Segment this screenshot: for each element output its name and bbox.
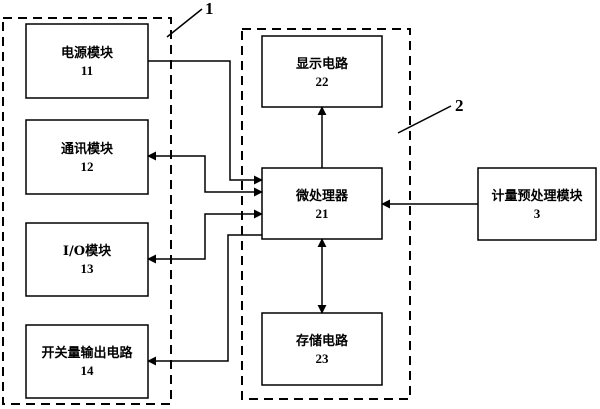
block-metering-preprocess-name: 计量预处理模块 [491,188,583,204]
block-microprocessor-number: 21 [316,206,329,221]
block-comm-module-number: 12 [81,159,94,174]
group-2-label: 2 [455,96,464,115]
block-switch-output-name: 开关量输出电路 [41,345,133,361]
block-microprocessor: 微处理器 21 [261,167,383,240]
block-power-module: 电源模块 11 [25,23,149,99]
block-display-circuit: 显示电路 22 [261,35,383,108]
block-switch-output: 开关量输出电路 14 [25,324,149,399]
block-io-module: I/O模块 13 [25,222,149,297]
block-metering-preprocess-number: 3 [534,206,541,221]
connector-mcu-to-switch-output [147,234,262,366]
connector-comm-mcu [147,151,263,197]
block-display-circuit-number: 22 [316,74,329,89]
block-display-circuit-name: 显示电路 [296,56,349,72]
block-storage-circuit: 存储电路 23 [261,312,383,386]
block-power-module-number: 11 [81,63,93,78]
group-2-leader [397,105,452,134]
block-metering-preprocess: 计量预处理模块 3 [477,167,597,241]
block-switch-output-number: 14 [81,363,95,378]
block-storage-circuit-number: 23 [316,351,330,366]
connector-io-mcu [147,209,263,264]
block-comm-module-name: 通讯模块 [61,141,114,157]
group-1-label: 1 [205,0,214,18]
block-io-module-number: 13 [81,261,95,276]
group-1-leader [166,8,203,38]
block-storage-circuit-name: 存储电路 [296,333,349,349]
block-power-module-name: 电源模块 [61,45,114,61]
block-microprocessor-name: 微处理器 [295,188,349,204]
block-comm-module: 通讯模块 12 [25,119,149,195]
block-io-module-name: I/O模块 [63,243,112,259]
